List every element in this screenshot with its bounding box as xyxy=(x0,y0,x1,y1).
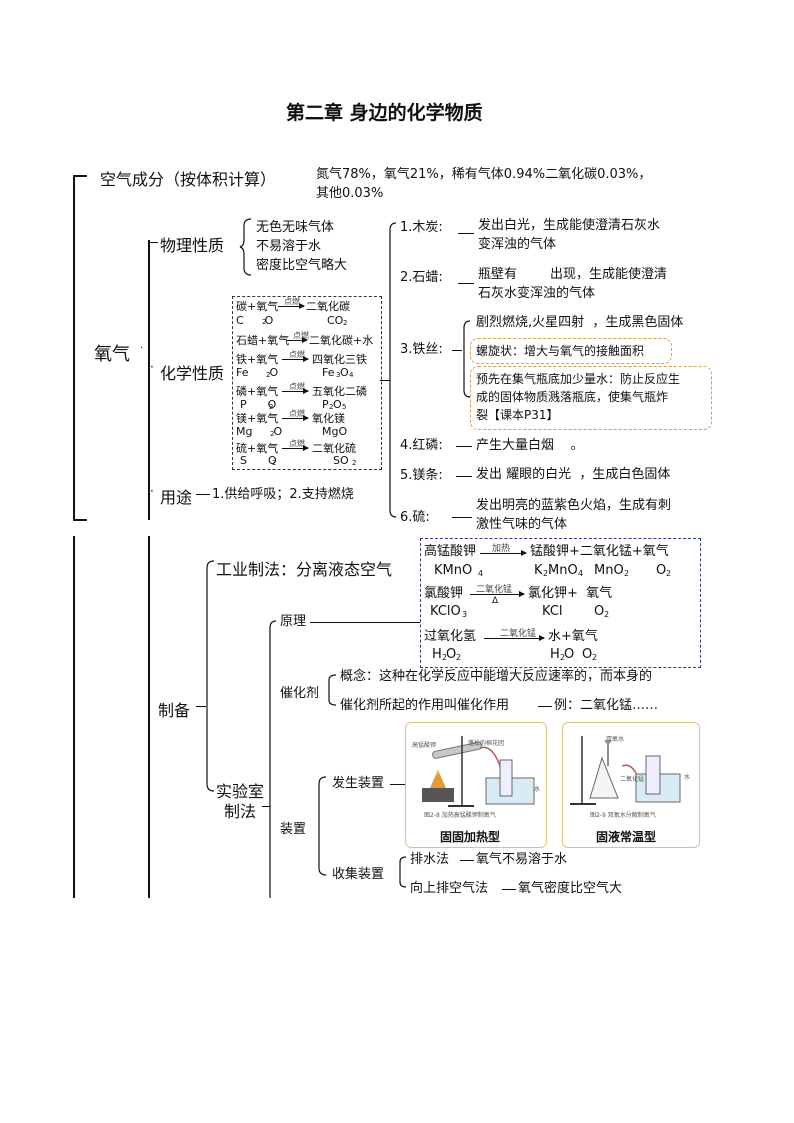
physical-item-2: 不易溶于水 xyxy=(256,239,322,254)
phenomenon-charcoal-line1: 发出白光，生成能使澄清石灰水 xyxy=(478,218,661,233)
phenomenon-phosphorus-line1: 产生大量白烟 。 xyxy=(476,438,584,453)
lab-bracket xyxy=(269,620,277,898)
catalyst-label: 催化剂 xyxy=(280,686,320,701)
principle-kmno4-words: 高锰酸钾 xyxy=(424,544,477,559)
iron-spiral-note: 螺旋状：增大与氧气的接触面积 xyxy=(476,344,645,358)
phenomenon-sulfur-line2: 激性气味的气体 xyxy=(476,517,568,532)
air-composition-line2: 其他0.03% xyxy=(316,186,384,201)
reaction-wax-words: 石蜡+氧气 xyxy=(236,334,290,347)
oxygen-label: 氧气 xyxy=(94,344,130,365)
prep-label: 制备 xyxy=(158,701,191,720)
phenomenon-phosphorus-label: 4.红磷: xyxy=(400,438,443,453)
collect-upward-air-method: 向上排空气法 xyxy=(410,881,489,896)
air-composition-label: 空气成分（按体积计算） xyxy=(100,170,277,189)
collect-water-reason: 氧气不易溶于水 xyxy=(476,852,568,867)
reaction-carbon-product: 二氧化碳 xyxy=(306,300,350,313)
collector-bracket xyxy=(399,856,407,888)
principle-kclo3-words: 氯酸钾 xyxy=(424,586,464,601)
lab-method-label-2: 制法 xyxy=(224,802,257,821)
physical-properties-label: 物理性质 xyxy=(160,236,225,255)
principle-h2o2-products: 水+氧气 xyxy=(548,629,598,644)
reaction-sulfur-words: 硫+氧气 xyxy=(236,442,279,455)
prep-outer-line xyxy=(73,536,75,898)
reaction-carbon-words: 碳+氧气 xyxy=(236,300,279,313)
phenomenon-iron-line1: 剧烈燃烧,火星四射 ，生成黑色固体 xyxy=(476,315,684,330)
prep-inner-line xyxy=(148,536,150,898)
reaction-phosphorus-words: 磷+氧气 xyxy=(236,385,279,398)
principle-label: 原理 xyxy=(280,614,307,629)
iron-bracket xyxy=(463,320,471,398)
physical-item-3: 密度比空气略大 xyxy=(256,258,348,273)
apparatus-label: 装置 xyxy=(280,822,307,837)
principle-kmno4-products: 锰酸钾+二氧化锰+氧气 xyxy=(530,544,669,559)
iron-prevent-box xyxy=(470,366,712,430)
phenomenon-magnesium-line1: 发出 耀眼的白光 ，生成白色固体 xyxy=(476,467,671,482)
catalyst-concept: 概念：这种在化学反应中能增大反应速率的，而本身的 xyxy=(340,669,653,684)
oxygen-bracket xyxy=(73,175,75,520)
chemical-properties-label: 化学性质 xyxy=(160,364,225,383)
solid-heating-caption: 固固加热型 xyxy=(440,830,501,844)
solid-liquid-caption: 固液常温型 xyxy=(596,830,657,844)
uses-label: 用途 xyxy=(160,488,193,507)
apparatus-bracket xyxy=(318,776,327,876)
catalyst-effect: 催化剂所起的作用叫催化作用 xyxy=(340,698,510,713)
physical-brace xyxy=(239,218,252,276)
reaction-magnesium-product: 氧化镁 xyxy=(312,412,345,425)
phenomenon-wax-line2: 石灰水变浑浊的气体 xyxy=(478,286,596,301)
chemical-reactions-box xyxy=(232,296,382,470)
oxygen-inner-bracket xyxy=(148,240,150,520)
reaction-phosphorus-product: 五氧化二磷 xyxy=(312,385,367,398)
page-title: 第二章 身边的化学物质 xyxy=(286,102,483,124)
reaction-iron-words: 铁+氧气 xyxy=(236,353,279,366)
phenomenon-sulfur-line1: 发出明亮的蓝紫色火焰，生成有刺 xyxy=(476,498,672,513)
collector-label: 收集装置 xyxy=(332,867,385,882)
collect-upward-air-reason: 氧气密度比空气大 xyxy=(518,881,623,896)
phenomenon-sulfur-label: 6.硫: xyxy=(400,510,430,525)
phenomenon-iron-label: 3.铁丝: xyxy=(400,342,443,357)
phenomenon-charcoal-label: 1.木炭: xyxy=(400,220,443,235)
solid-liquid-apparatus-icon xyxy=(570,736,681,805)
phenomenon-magnesium-label: 5.镁条: xyxy=(400,468,443,483)
reaction-iron-product: 四氧化三铁 xyxy=(312,353,367,366)
catalyst-bracket xyxy=(328,674,337,706)
iron-spiral-box xyxy=(470,338,672,364)
principle-h2o2-words: 过氧化氢 xyxy=(424,629,477,644)
catalyst-example: 例：二氧化锰…… xyxy=(554,698,659,713)
phenomenon-wax-label: 2.石蜡: xyxy=(400,270,443,285)
reaction-magnesium-words: 镁+氧气 xyxy=(236,412,279,425)
industry-method: 工业制法：分离液态空气 xyxy=(216,560,393,579)
solid-heating-apparatus-icon xyxy=(422,736,535,807)
uses-text: 1.供给呼吸；2.支持燃烧 xyxy=(212,487,354,502)
air-composition-line1: 氮气78%，氧气21%，稀有气体0.94%二氧化碳0.03%， xyxy=(316,167,652,182)
reaction-sulfur-product: 二氧化硫 xyxy=(312,442,356,455)
reaction-wax-product: 二氧化碳+水 xyxy=(309,334,374,347)
phenomenon-charcoal-line2: 变浑浊的气体 xyxy=(478,237,557,252)
collect-water-method: 排水法 xyxy=(410,852,450,867)
prep-bracket xyxy=(206,560,215,792)
phenomena-bracket xyxy=(389,222,397,518)
physical-item-1: 无色无味气体 xyxy=(256,220,335,235)
generator-label: 发生装置 xyxy=(332,776,385,791)
lab-method-label-1: 实验室 xyxy=(216,782,265,801)
principle-kclo3-products: 氯化钾+ 氧气 xyxy=(528,586,613,601)
principle-reactions-box xyxy=(420,538,701,668)
phenomenon-wax-line1: 瓶壁有 出现，生成能使澄清 xyxy=(478,267,668,282)
